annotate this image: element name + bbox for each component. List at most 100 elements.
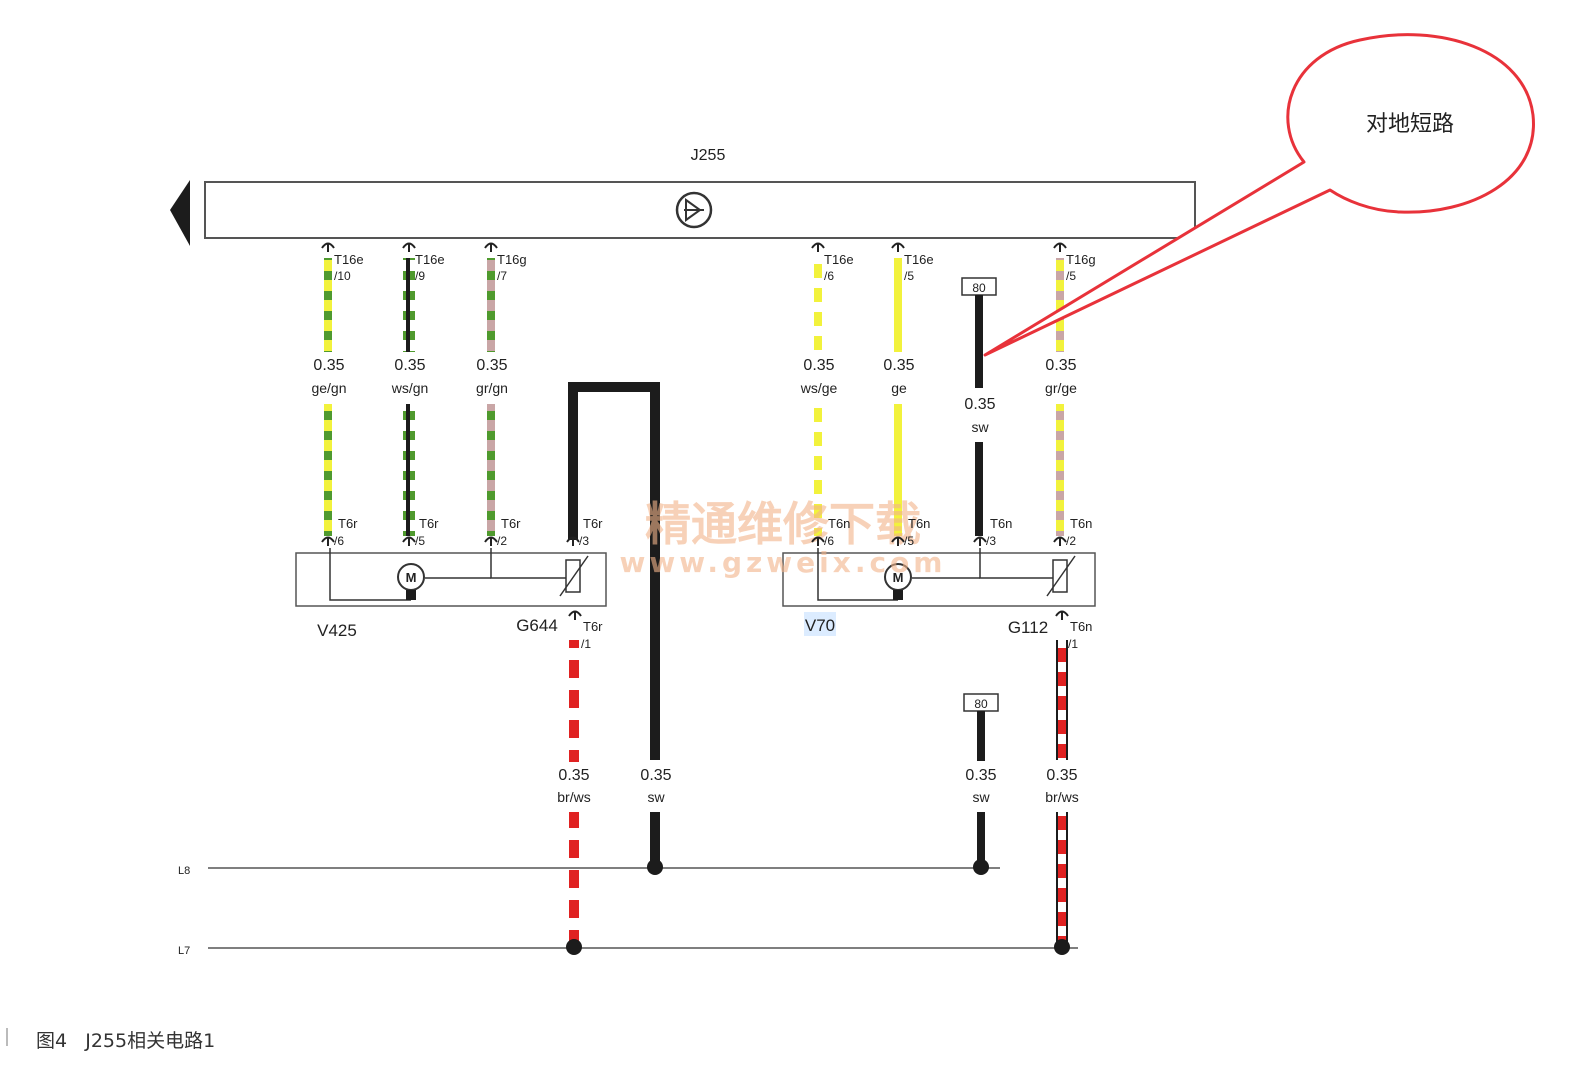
junction-l8-a xyxy=(647,859,663,875)
pin-bottom-conn: T6n xyxy=(908,516,930,531)
wire-ws-gn xyxy=(403,258,415,352)
wire-br-ws-right xyxy=(1056,640,1068,760)
dynamic-labels: T16e/100.35ge/gnT16e/90.35ws/gnT16g/70.3… xyxy=(311,242,1096,805)
wire-lower-color: br/ws xyxy=(557,789,590,805)
watermark: 精通维修下载 www.gzweix.com xyxy=(620,497,947,579)
wire-br-ws-left-lower xyxy=(569,812,579,948)
wire-top-color: gr/ge xyxy=(1045,380,1077,396)
pin-bottom-conn: T6n xyxy=(990,516,1012,531)
connector-bottom-icon xyxy=(891,536,905,546)
connector-lower-icon xyxy=(1055,610,1069,620)
wire-ws-ge-lower xyxy=(814,404,822,536)
pin-bottom-conn: T6n xyxy=(1070,516,1092,531)
wire-sw-upper-lower xyxy=(975,442,983,536)
figure-caption: 图4 J255相关电路1 xyxy=(36,1026,215,1053)
wire-br-ws-left xyxy=(569,640,579,762)
component-v425-g644: M V425 G644 xyxy=(295,548,607,640)
rail-l7-label: L7 xyxy=(178,945,190,957)
wire-gr-gn-lower xyxy=(487,404,495,536)
wire-sw-loop-lower xyxy=(650,812,660,868)
connector-bottom-icon xyxy=(484,536,498,546)
component-v425-box xyxy=(295,552,607,607)
motor-v425-label: M xyxy=(406,570,417,585)
pin-top-conn: T16e xyxy=(334,252,364,267)
wire-sw-upper xyxy=(975,295,983,388)
wire-lower-size: 0.35 xyxy=(965,767,996,784)
component-v70-box xyxy=(782,552,1096,607)
wire-ge-gn-lower xyxy=(324,404,332,536)
pin-top-num: /5 xyxy=(1066,269,1076,283)
pin-lower-conn: T6n xyxy=(1070,619,1092,634)
wire-ws-ge xyxy=(814,258,822,352)
callout-bubble xyxy=(983,33,1535,357)
connector-top-icon xyxy=(484,242,498,252)
pin-bottom-num: /2 xyxy=(497,534,507,548)
wire-gr-ge-lower xyxy=(1056,404,1064,536)
potentiometer-g644-icon xyxy=(565,559,581,593)
wire-top-color: gr/gn xyxy=(476,380,508,396)
rails: L8 L7 xyxy=(178,859,1078,957)
ground-80-upper-label: 80 xyxy=(972,281,986,295)
wire-gr-gn xyxy=(487,258,495,352)
connector-top-icon xyxy=(402,242,416,252)
wire-top-size: 0.35 xyxy=(1045,357,1076,374)
rail-l8-label: L8 xyxy=(178,865,190,877)
pin-top-conn: T16e xyxy=(415,252,445,267)
pin-bottom-num: /6 xyxy=(824,534,834,548)
pin-bottom-num: /3 xyxy=(986,534,996,548)
wire-ge-gn xyxy=(324,258,332,352)
connector-bottom-icon xyxy=(566,536,580,546)
wire-top-size: 0.35 xyxy=(883,357,914,374)
wire-lower-color: sw xyxy=(972,789,990,805)
pin-bottom-conn: T6r xyxy=(501,516,521,531)
wire-top-color: ws/gn xyxy=(391,380,429,396)
wire-top-size: 0.35 xyxy=(394,357,425,374)
pin-bottom-conn: T6r xyxy=(419,516,439,531)
pin-top-conn: T16e xyxy=(904,252,934,267)
wire-br-ws-right-lower xyxy=(1056,812,1068,948)
upper-wires xyxy=(324,258,1064,536)
pin-top-conn: T16g xyxy=(1066,252,1096,267)
pin-bottom-conn: T6r xyxy=(583,516,603,531)
wire-top-size: 0.35 xyxy=(803,357,834,374)
ground-upper-color: sw xyxy=(971,419,989,435)
ground-upper-size: 0.35 xyxy=(964,396,995,413)
watermark-line2: www.gzweix.com xyxy=(620,546,947,579)
connector-top-icon xyxy=(321,242,335,252)
wire-lower-size: 0.35 xyxy=(558,767,589,784)
pin-lower-conn: T6r xyxy=(583,619,603,634)
connector-bottom-icon xyxy=(321,536,335,546)
junction-l8-b xyxy=(973,859,989,875)
pin-bottom-num: /5 xyxy=(415,534,425,548)
motor-v70-label: M xyxy=(893,570,904,585)
pin-top-num: /10 xyxy=(334,269,351,283)
module-j255-label: J255 xyxy=(691,147,726,164)
wire-top-color: ws/ge xyxy=(800,380,838,396)
watermark-line1: 精通维修下载 xyxy=(645,497,921,551)
pin-bottom-num: /5 xyxy=(904,534,914,548)
component-v425-label: V425 xyxy=(317,621,357,640)
connector-bottom-icon xyxy=(973,536,987,546)
junction-l7-b xyxy=(1054,939,1070,955)
wire-lower-size: 0.35 xyxy=(1046,767,1077,784)
potentiometer-g112-icon xyxy=(1052,559,1068,593)
wire-top-size: 0.35 xyxy=(476,357,507,374)
connector-top-icon xyxy=(1053,242,1067,252)
pin-bottom-num: /3 xyxy=(579,534,589,548)
connector-lower-icon xyxy=(568,610,582,620)
wire-ws-gn-lower xyxy=(403,404,415,536)
wire-sw-loop xyxy=(568,382,660,760)
pin-top-num: /6 xyxy=(824,269,834,283)
callout-text: 对地短路 xyxy=(1366,112,1454,137)
wire-top-color: ge xyxy=(891,380,907,396)
wire-ge-lower xyxy=(894,404,902,536)
wire-lower-color: br/ws xyxy=(1045,789,1078,805)
pin-top-num: /7 xyxy=(497,269,507,283)
pin-bottom-num: /6 xyxy=(334,534,344,548)
pin-bottom-conn: T6n xyxy=(828,516,850,531)
lower-wires: 80 xyxy=(569,640,1068,948)
wire-ge xyxy=(894,258,902,352)
continuation-arrow-icon xyxy=(170,180,190,246)
connector-top-icon xyxy=(811,242,825,252)
connector-bottom-icon xyxy=(811,536,825,546)
